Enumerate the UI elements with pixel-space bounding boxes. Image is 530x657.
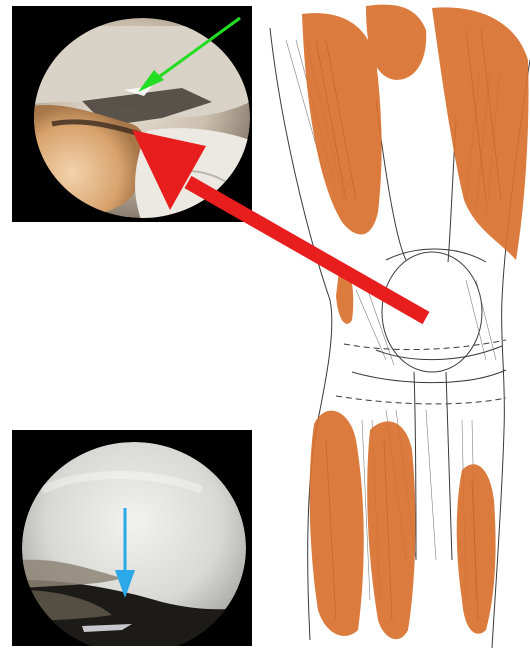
muscle-lower-right [457, 464, 496, 634]
arthroscopic-view-bottom [12, 430, 252, 646]
knee-drawing [266, 0, 530, 652]
arthroscopic-image-top [12, 6, 252, 222]
arthroscopic-image-bottom [12, 430, 252, 646]
knee-anatomy-illustration [266, 0, 530, 652]
muscle-lower-left [310, 411, 364, 636]
muscle-lateral-small [336, 262, 353, 324]
arthroscopic-view-top [12, 6, 252, 222]
muscle-vastus-medialis [432, 7, 529, 260]
